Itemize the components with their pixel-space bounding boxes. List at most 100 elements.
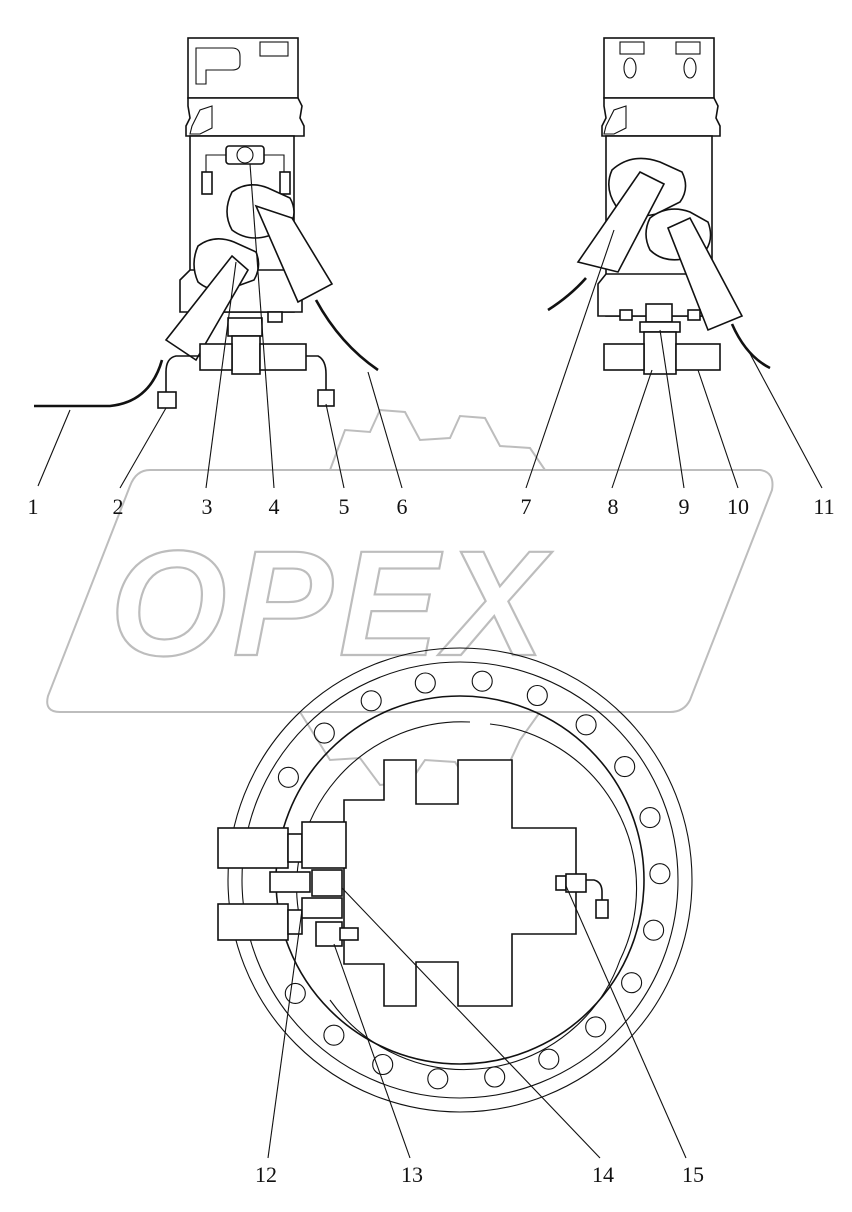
callout-10: 10 <box>727 494 749 519</box>
elbow-nut-b <box>565 873 587 893</box>
bolt-hole <box>277 766 299 788</box>
left-connector-2 <box>157 391 177 409</box>
left-top-fitting <box>225 145 265 165</box>
ring-outer-inner <box>241 661 679 1099</box>
bolt-hole <box>575 714 597 736</box>
valve-upper <box>217 827 289 869</box>
leader-lines <box>37 163 823 1159</box>
left-neck <box>185 97 305 137</box>
left-sensor-wire-b <box>264 154 285 172</box>
elbow-nut-a <box>555 875 567 891</box>
valve-upper-neck <box>287 833 303 863</box>
left-sensor-b <box>279 171 291 195</box>
ring-outer <box>227 647 693 1113</box>
right-hose-right <box>666 216 744 332</box>
leader-7 <box>525 229 615 489</box>
fitting-13-body <box>315 921 343 947</box>
callout-4: 4 <box>269 494 280 519</box>
callout-14: 14 <box>592 1162 614 1187</box>
bolt-hole <box>427 1068 449 1090</box>
right-housing-slot-b <box>675 41 701 55</box>
callout-6: 6 <box>397 494 408 519</box>
leader-8 <box>611 369 653 489</box>
leader-12 <box>267 909 303 1159</box>
right-harness-7 <box>547 277 587 312</box>
left-tee-body <box>231 335 261 375</box>
right-tee-body <box>643 331 677 375</box>
bolt-hole <box>585 1016 607 1038</box>
bolt-hole <box>621 972 643 994</box>
right-fitting-left <box>603 343 645 371</box>
callout-2: 2 <box>113 494 124 519</box>
leader-14 <box>341 887 601 1159</box>
right-port-a <box>623 57 637 79</box>
leader-13 <box>333 943 411 1159</box>
center-block <box>343 759 577 1007</box>
ring-inner-arc-right <box>329 723 638 1071</box>
callout-5: 5 <box>339 494 350 519</box>
callout-15: 15 <box>682 1162 704 1187</box>
callout-7: 7 <box>521 494 532 519</box>
leader-5 <box>325 403 345 489</box>
bolt-hole <box>372 1053 394 1076</box>
left-pilot-line-a <box>165 355 200 398</box>
valve-manifold-upper <box>301 821 347 869</box>
bolt-hole <box>323 1024 345 1046</box>
bolt-hole <box>360 690 382 712</box>
callout-3: 3 <box>202 494 213 519</box>
left-tee-top <box>227 317 263 337</box>
bolt-hole <box>526 684 548 707</box>
left-assembly <box>34 37 379 409</box>
right-fitting-right <box>675 343 721 371</box>
right-tee-top <box>645 303 673 323</box>
callout-9: 9 <box>679 494 690 519</box>
bolt-hole <box>614 756 636 778</box>
watermark-text: OPEX <box>110 519 553 687</box>
callout-1: 1 <box>28 494 39 519</box>
leader-3 <box>205 261 237 489</box>
leader-2 <box>119 407 167 489</box>
left-fitting-right <box>259 343 307 371</box>
right-tee-bolt-b <box>687 309 701 321</box>
callout-12: 12 <box>255 1162 277 1187</box>
left-fitting-left <box>199 343 233 371</box>
bolt-hole <box>538 1048 560 1070</box>
fitting-13-tip <box>339 927 359 941</box>
left-harness-1 <box>34 359 164 408</box>
left-hose-right <box>254 204 334 304</box>
connector-middle <box>269 871 311 893</box>
callout-11: 11 <box>813 494 834 519</box>
left-sensor-a <box>201 171 213 195</box>
callout-labels: 1 2 3 4 5 6 7 8 9 10 11 12 13 14 15 <box>28 494 835 1187</box>
left-clip <box>189 105 213 135</box>
bolt-hole <box>414 672 436 694</box>
bolt-hole <box>649 863 671 885</box>
watermark: OPEX <box>46 408 774 787</box>
leader-1 <box>37 409 71 487</box>
bolt-hole <box>471 670 493 692</box>
manifold-mid <box>301 897 343 919</box>
bolt-hole <box>639 807 661 829</box>
watermark-gear-teeth <box>329 408 546 471</box>
fitting-14 <box>311 869 343 897</box>
left-connector-5 <box>317 389 335 407</box>
valve-lower <box>217 903 289 941</box>
left-housing-cutout <box>195 47 241 85</box>
left-top-fitting-nut <box>236 146 254 164</box>
callout-8: 8 <box>608 494 619 519</box>
left-tee-bolt <box>267 311 283 323</box>
leader-4 <box>249 163 275 489</box>
right-clip <box>603 105 627 135</box>
watermark-gear-outline <box>46 469 774 713</box>
left-housing-slot <box>259 41 289 57</box>
right-assembly <box>547 37 771 375</box>
leader-10 <box>697 369 739 489</box>
leader-6 <box>367 371 403 489</box>
right-housing-slot-a <box>619 41 645 55</box>
left-sensor-wire-a <box>205 154 226 172</box>
bolt-hole <box>284 982 306 1004</box>
left-top-housing <box>187 37 299 99</box>
left-pilot-line-b <box>306 355 327 396</box>
leader-9 <box>659 329 685 489</box>
elbow-connector <box>595 899 609 919</box>
